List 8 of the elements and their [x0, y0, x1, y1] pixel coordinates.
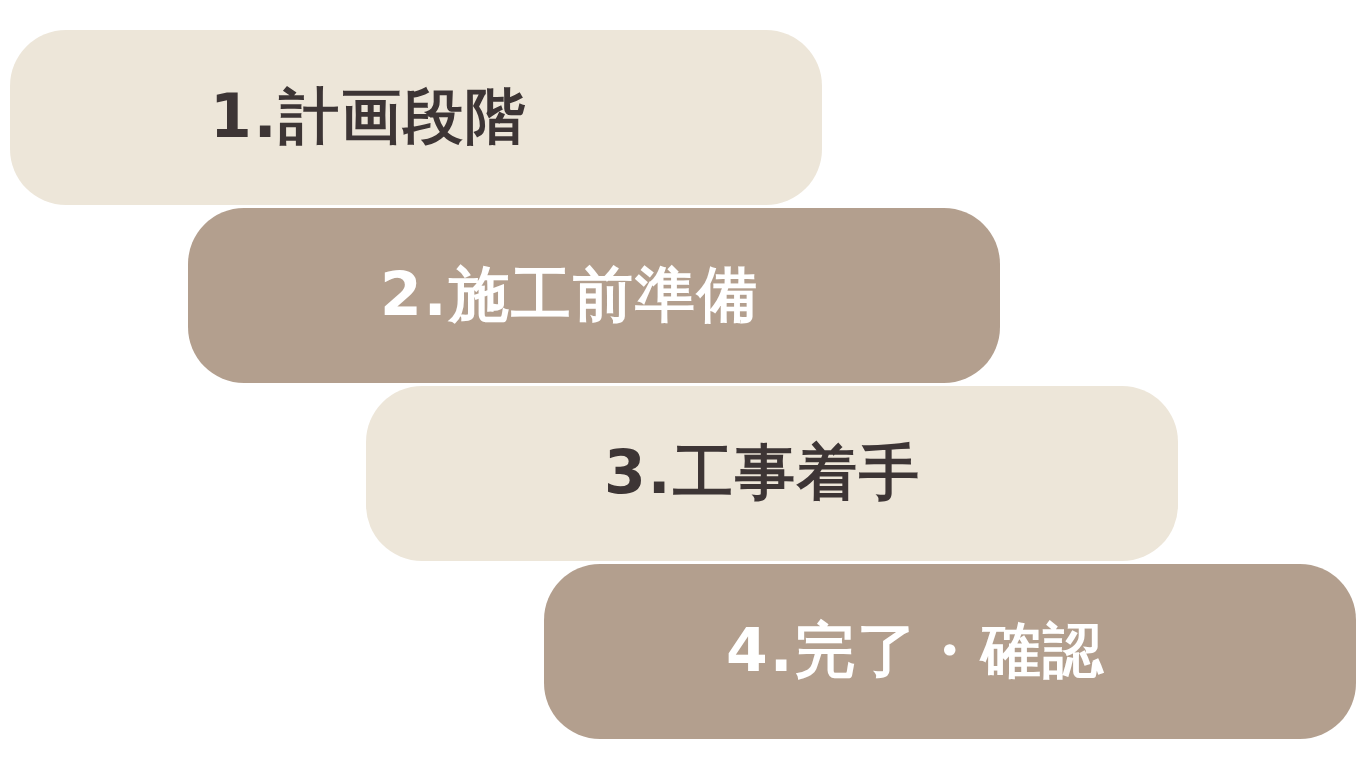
step-box	[544, 564, 1356, 739]
step-box	[188, 208, 1000, 383]
step-label: 2.施工前準備	[380, 258, 759, 331]
step-label: 4.完了・確認	[726, 614, 1105, 687]
step-box	[10, 30, 822, 205]
step-label: 3.工事着手	[604, 436, 921, 509]
step-box	[366, 386, 1178, 561]
step-label: 1.計画段階	[210, 80, 527, 153]
